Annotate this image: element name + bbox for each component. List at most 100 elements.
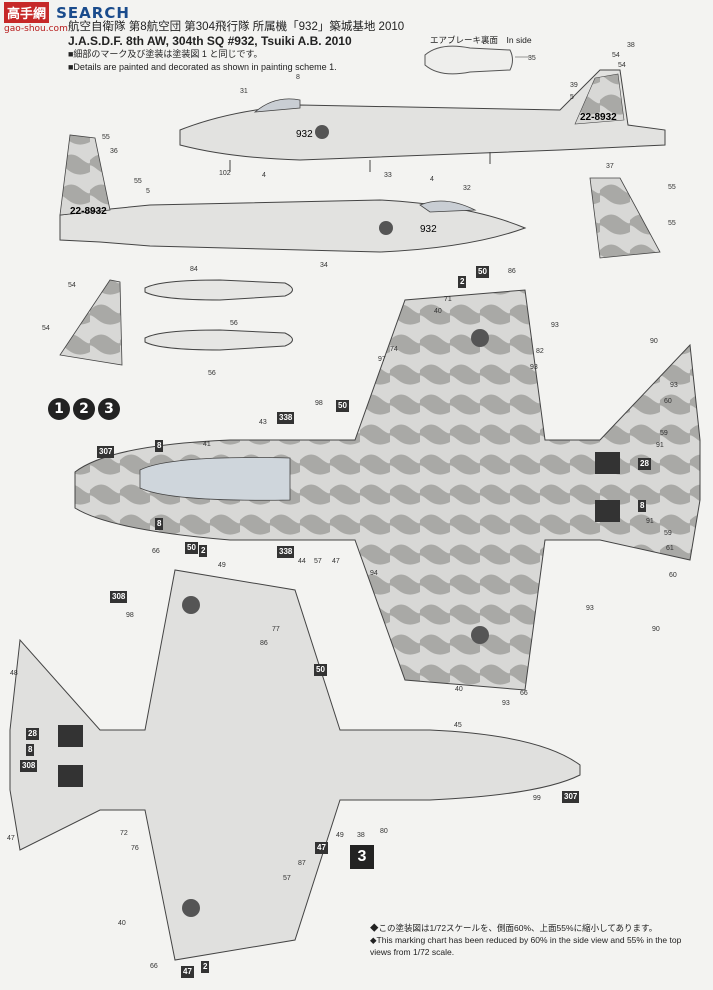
- callout: 59: [664, 530, 672, 537]
- airbrake-title: エアブレーキ裏面 In side: [430, 35, 532, 45]
- callout: 37: [606, 163, 614, 170]
- airbrake-drawing: [424, 45, 530, 75]
- footer-jp: ◆この塗装図は1/72スケールを、側面60%、上面55%に縮小してあります。: [370, 923, 658, 933]
- watermark-url: gao-shou.com: [4, 24, 68, 34]
- scheme-badge: 1: [48, 398, 70, 420]
- callout: 36: [110, 148, 118, 155]
- callout: 49: [336, 832, 344, 839]
- header: 航空自衛隊 第8航空団 第304飛行隊 所属機「932」築城基地 2010 J.…: [68, 20, 404, 48]
- side-view-lower: 932 22-8932: [59, 134, 527, 253]
- badge: 8: [155, 518, 164, 530]
- upper-nose-serial: 932: [296, 129, 313, 140]
- badge: 28: [638, 458, 651, 470]
- badge: 338: [277, 546, 295, 558]
- callout: 74: [390, 346, 398, 353]
- notes: ■細部のマーク及び塗装は塗装図 1 と同じです。 ■Details are pa…: [68, 48, 337, 74]
- callout: 84: [190, 266, 198, 273]
- callout: 54: [68, 282, 76, 289]
- badge: 2: [458, 276, 467, 288]
- badge: 307: [97, 446, 115, 458]
- callout: 32: [463, 185, 471, 192]
- callout: 56: [230, 320, 238, 327]
- callout: 71: [444, 296, 452, 303]
- callout: 54: [618, 62, 626, 69]
- badge: 50: [185, 542, 198, 554]
- scheme-badge: 2: [73, 398, 95, 420]
- callout: 48: [10, 670, 18, 677]
- callout: 102: [219, 170, 231, 177]
- callout: 55: [668, 184, 676, 191]
- callout: 93: [530, 364, 538, 371]
- callout: 55: [668, 220, 676, 227]
- badge: 50: [476, 266, 489, 278]
- badge: 2: [201, 961, 210, 973]
- badge: 8: [638, 500, 647, 512]
- callout: 66: [520, 690, 528, 697]
- plan-view-bottom: [9, 569, 581, 961]
- callout: 66: [150, 963, 158, 970]
- badge: 8: [26, 744, 35, 756]
- callout: 91: [646, 518, 654, 525]
- callout: 47: [7, 835, 15, 842]
- callout: 76: [131, 845, 139, 852]
- callout: 31: [240, 88, 248, 95]
- callout: 93: [586, 605, 594, 612]
- badge: 308: [20, 760, 38, 772]
- callout: 35: [528, 55, 536, 62]
- callout: 66: [152, 548, 160, 555]
- callout: 5: [146, 188, 150, 195]
- callout: 56: [208, 370, 216, 377]
- callout: 33: [384, 172, 392, 179]
- badge: 50: [314, 664, 327, 676]
- scheme-3-badge: 3: [350, 845, 374, 869]
- callout: 43: [259, 419, 267, 426]
- callout: 40: [118, 920, 126, 927]
- note-jp: ■細部のマーク及び塗装は塗装図 1 と同じです。: [68, 49, 263, 59]
- callout: 60: [669, 572, 677, 579]
- side-view-upper: 932 22-8932: [179, 69, 666, 172]
- badge: 50: [336, 400, 349, 412]
- footer-note: ◆この塗装図は1/72スケールを、側面60%、上面55%に縮小してあります。 ◆…: [370, 922, 700, 958]
- badge: 307: [562, 791, 580, 803]
- callout: 54: [42, 325, 50, 332]
- callout: 97: [378, 356, 386, 363]
- callout: 4: [430, 176, 434, 183]
- badge: 47: [315, 842, 328, 854]
- badge: 47: [181, 966, 194, 978]
- callout: 93: [670, 382, 678, 389]
- callout: 49: [218, 562, 226, 569]
- callout: 87: [298, 860, 306, 867]
- callout: 86: [260, 640, 268, 647]
- scheme-badge: 3: [98, 398, 120, 420]
- note-en: ■Details are painted and decorated as sh…: [68, 62, 337, 72]
- badge: 2: [199, 545, 208, 557]
- callout: 77: [272, 626, 280, 633]
- watermark-logo: 高手網: [4, 2, 50, 23]
- callout: 60: [664, 398, 672, 405]
- callout: 80: [380, 828, 388, 835]
- callout: 57: [283, 875, 291, 882]
- badge: 28: [26, 728, 39, 740]
- title-en: J.A.S.D.F. 8th AW, 304th SQ #932, Tsuiki…: [68, 34, 352, 48]
- callout: 57: [314, 558, 322, 565]
- callout: 90: [652, 626, 660, 633]
- callout: 93: [551, 322, 559, 329]
- callout: 98: [315, 400, 323, 407]
- callout: 45: [454, 722, 462, 729]
- callout: 59: [660, 430, 668, 437]
- watermark-search: SEARCH: [56, 4, 130, 22]
- lower-tail-serial: 22-8932: [70, 206, 107, 217]
- callout: 41: [203, 441, 211, 448]
- upper-tail-serial: 22-8932: [580, 112, 617, 123]
- callout: 94: [370, 570, 378, 577]
- callout: 55: [134, 178, 142, 185]
- callout: 55: [102, 134, 110, 141]
- badge: 8: [155, 440, 164, 452]
- plan-view-top: [74, 289, 701, 691]
- callout: 72: [120, 830, 128, 837]
- callout: 82: [536, 348, 544, 355]
- callout: 38: [627, 42, 635, 49]
- callout: 93: [502, 700, 510, 707]
